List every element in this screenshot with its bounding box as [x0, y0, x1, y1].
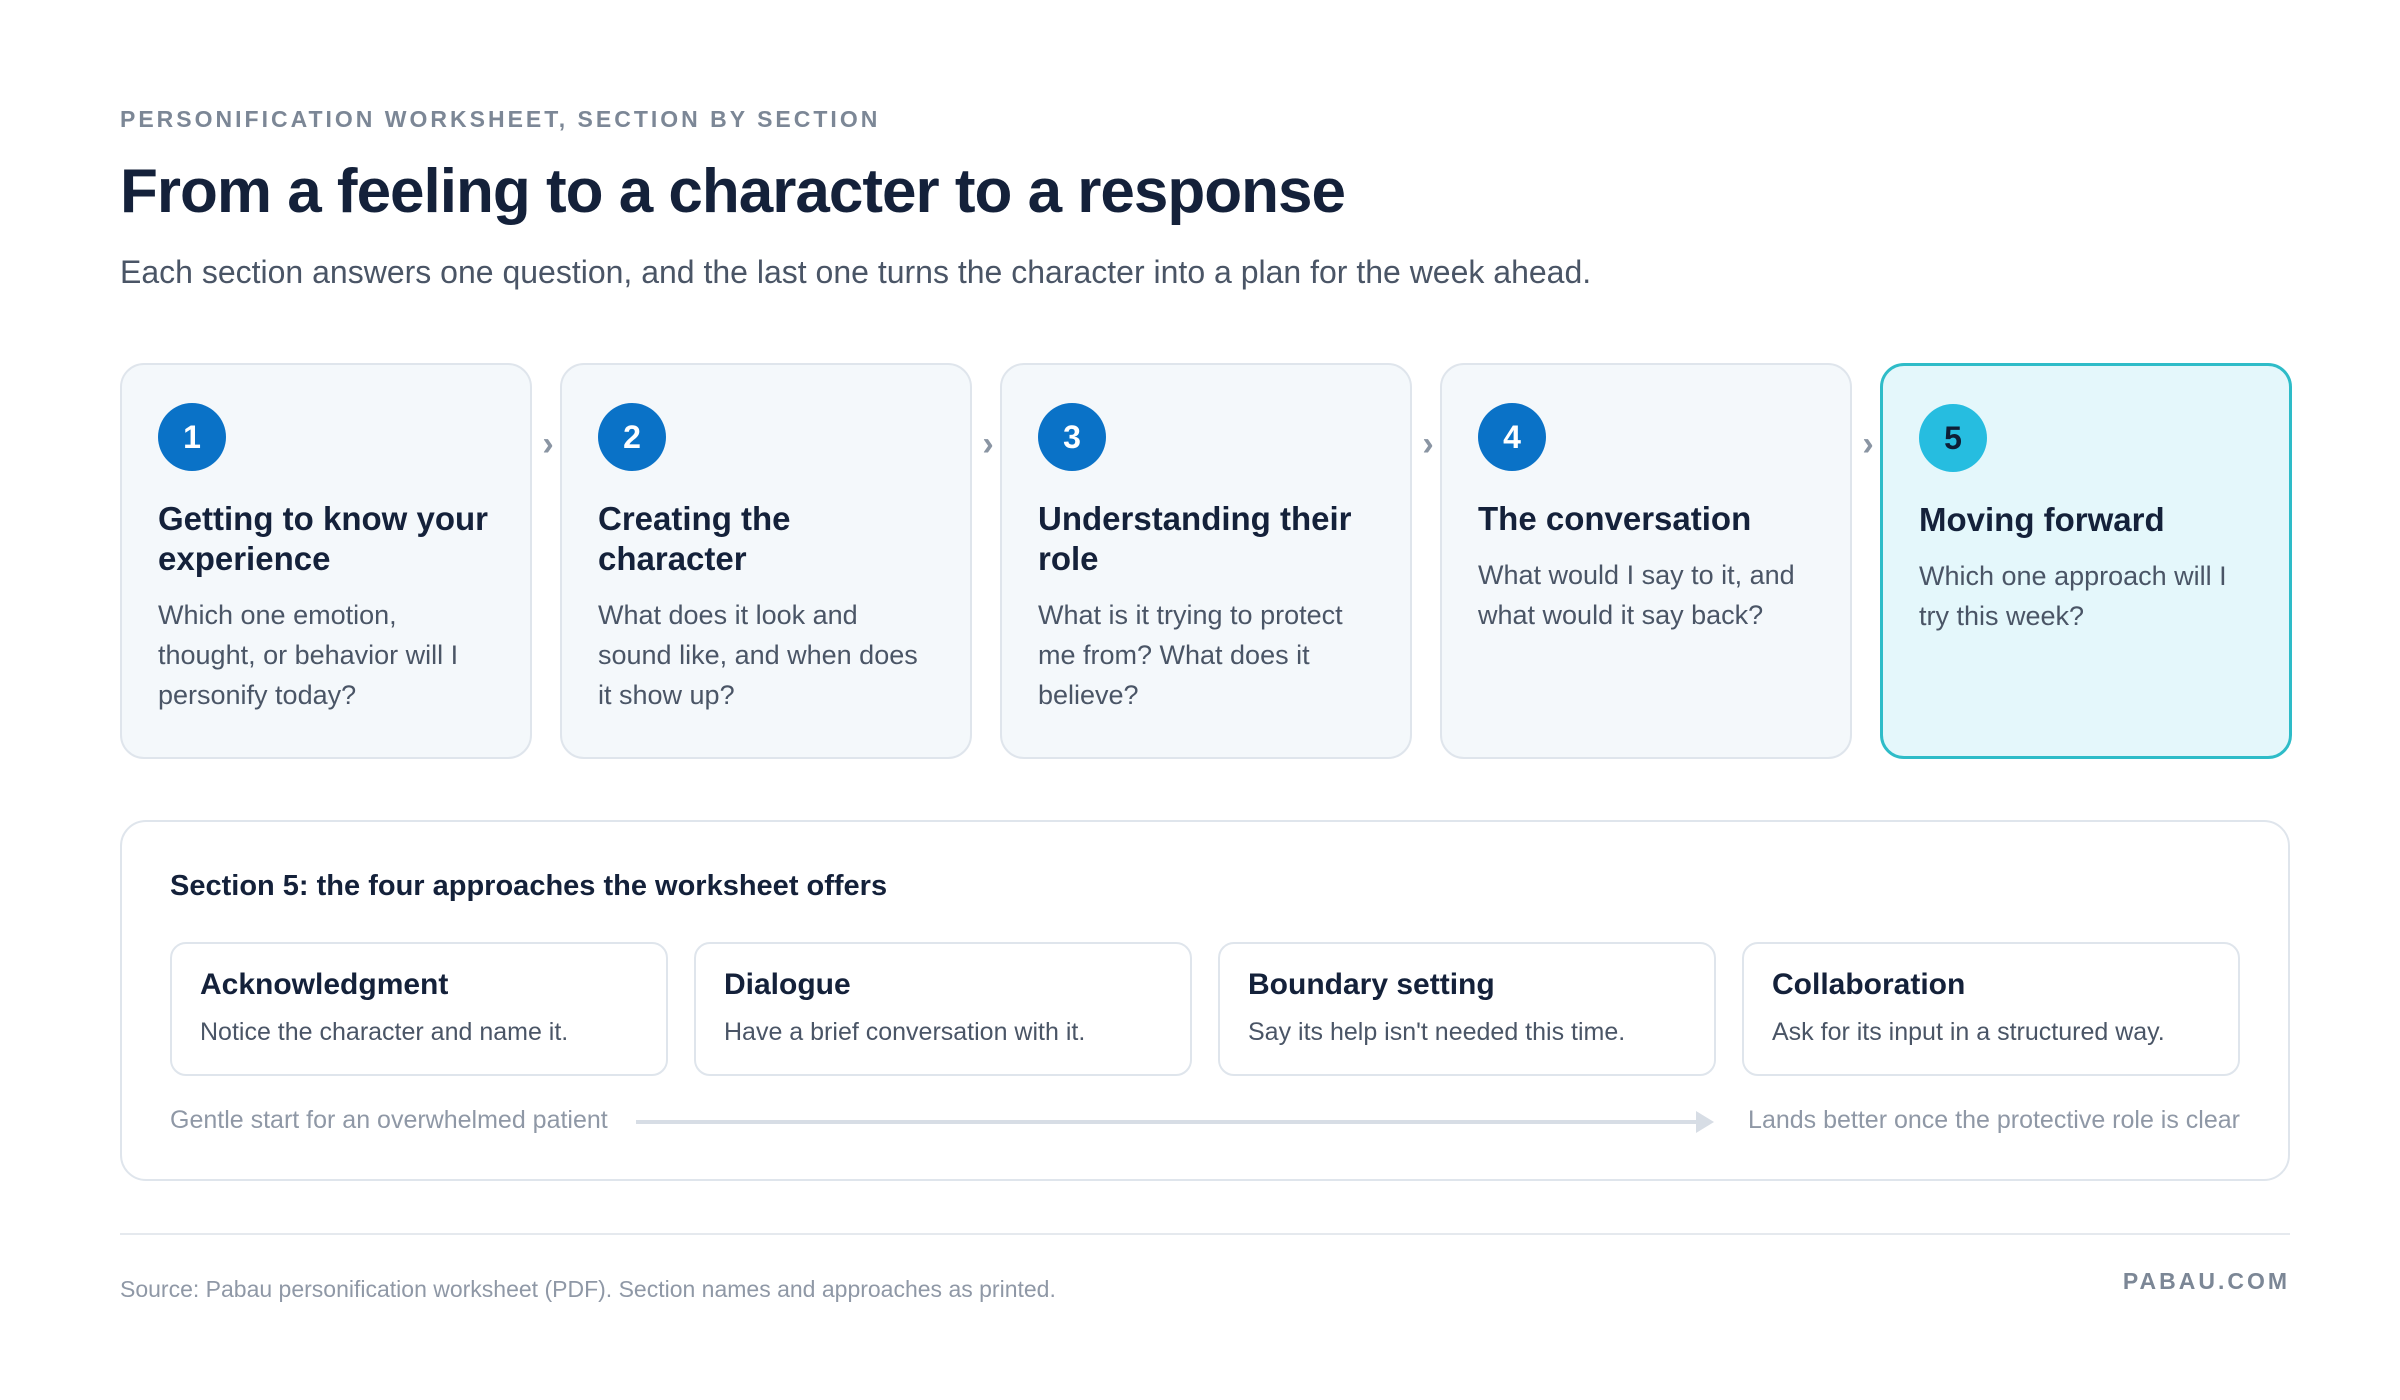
- eyebrow-label: PERSONIFICATION WORKSHEET, SECTION BY SE…: [120, 106, 881, 132]
- step-description: What is it trying to protect me from? Wh…: [1038, 600, 1343, 710]
- brand-label: PABAU.COM: [2122, 1268, 2290, 1294]
- source-note: Source: Pabau personification worksheet …: [120, 1276, 1056, 1302]
- approach-description: Notice the character and name it.: [200, 1018, 569, 1046]
- approach-name: Acknowledgment: [200, 968, 449, 1001]
- step-description: What would I say to it, and what would i…: [1478, 560, 1795, 630]
- approach-name: Dialogue: [724, 968, 851, 1001]
- step-title: Moving forward: [1919, 501, 2165, 538]
- page-title: From a feeling to a character to a respo…: [120, 157, 1346, 226]
- chevron-right-icon: ›: [542, 425, 554, 463]
- approach-name: Collaboration: [1772, 968, 1966, 1001]
- page-subtitle: Each section answers one question, and t…: [120, 254, 1592, 290]
- step-title: Creating the character: [598, 500, 791, 577]
- step-number-badge: 4: [1478, 403, 1546, 471]
- step-description: What does it look and sound like, and wh…: [598, 600, 918, 710]
- approaches-panel-title: Section 5: the four approaches the works…: [170, 870, 888, 902]
- chevron-right-icon: ›: [1862, 425, 1874, 463]
- scale-start-label: Gentle start for an overwhelmed patient: [170, 1106, 608, 1134]
- step-card-4: 4 The conversation What would I say to i…: [1440, 363, 1852, 759]
- step-title: The conversation: [1478, 500, 1752, 537]
- arrow-right-icon: [1696, 1111, 1714, 1133]
- step-number-badge: 5: [1919, 404, 1987, 472]
- step-number-badge: 1: [158, 403, 226, 471]
- step-title: Understanding their role: [1038, 500, 1352, 577]
- step-description: Which one emotion, thought, or behavior …: [158, 600, 459, 710]
- approach-description: Say its help isn't needed this time.: [1248, 1018, 1626, 1046]
- approach-name: Boundary setting: [1248, 968, 1495, 1001]
- step-description: Which one approach will I try this week?: [1919, 561, 2227, 631]
- chevron-right-icon: ›: [1422, 425, 1434, 463]
- scale-line: [636, 1120, 1698, 1124]
- approach-description: Have a brief conversation with it.: [724, 1018, 1086, 1046]
- steps-row: 1 Getting to know your experience Which …: [120, 363, 2292, 759]
- step-card-5-active: 5 Moving forward Which one approach will…: [1880, 363, 2292, 759]
- approaches-panel: Section 5: the four approaches the works…: [120, 820, 2290, 1181]
- approach-card-boundary-setting: Boundary setting Say its help isn't need…: [1218, 942, 1716, 1076]
- step-title: Getting to know your experience: [158, 500, 488, 577]
- approach-card-dialogue: Dialogue Have a brief conversation with …: [694, 942, 1192, 1076]
- step-card-1: 1 Getting to know your experience Which …: [120, 363, 532, 759]
- step-card-3: 3 Understanding their role What is it tr…: [1000, 363, 1412, 759]
- step-card-2: 2 Creating the character What does it lo…: [560, 363, 972, 759]
- scale-end-label: Lands better once the protective role is…: [1748, 1106, 2240, 1134]
- footer-divider: [120, 1233, 2290, 1235]
- approach-card-collaboration: Collaboration Ask for its input in a str…: [1742, 942, 2240, 1076]
- approach-description: Ask for its input in a structured way.: [1772, 1018, 2165, 1046]
- approach-card-acknowledgment: Acknowledgment Notice the character and …: [170, 942, 668, 1076]
- chevron-right-icon: ›: [982, 425, 994, 463]
- step-number-badge: 3: [1038, 403, 1106, 471]
- step-number-badge: 2: [598, 403, 666, 471]
